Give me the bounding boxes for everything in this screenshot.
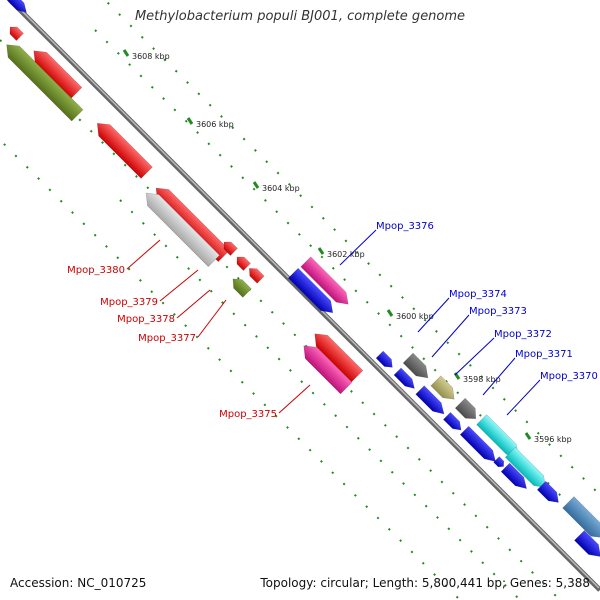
tick-label: 3596 kbp [534,435,572,444]
gene-arrow [9,26,24,41]
gene-label-forward: Mpop_3374 [449,289,507,300]
dot-line [119,199,521,600]
gene-arrow [5,0,27,13]
gene-arrow [287,267,334,314]
gene-arrow [454,397,477,420]
gene-arrow [145,192,220,267]
tick-mark [252,181,260,189]
gene-arrow [562,496,600,538]
leader-line [417,297,450,333]
gene-label-forward: Mpop_3373 [469,306,527,317]
dot-line [0,39,561,600]
leader-line [159,269,199,302]
gene-label-reverse: Mpop_3375 [219,409,277,420]
gene-arrow [443,412,462,431]
tick-mark [386,309,394,317]
gene-arrow [493,456,505,468]
leader-line [454,337,495,376]
tick-label: 3600 kbp [396,312,434,321]
gene-arrow [459,425,496,462]
tick-label: 3608 kbp [132,52,170,61]
gene-arrow [249,268,265,284]
dot-line [0,138,462,600]
leader-line [506,379,541,416]
leader-line [482,357,516,396]
gene-labels: Mpop_3380Mpop_3379Mpop_3378Mpop_3377Mpop… [67,221,598,420]
gene-label-reverse: Mpop_3379 [100,297,158,308]
leader-line [176,289,211,319]
tick-mark [122,49,130,57]
gene-arrow [314,333,364,383]
scale-ticks: 3608 kbp 3606 kbp 3604 kbp 3602 kbp 3600 kbp… [122,49,572,444]
gene-arrow [505,447,546,488]
backbone [8,0,600,592]
gene-arrow [232,278,252,298]
gene-arrow [33,50,83,100]
gene-label-forward: Mpop_3370 [540,371,598,382]
tick-mark [186,117,194,125]
gene-arrow [430,375,455,400]
tick-label: 3606 kbp [196,120,234,129]
tick-label: 3604 kbp [262,184,300,193]
tick-mark [317,247,325,255]
tick-label: 3602 kbp [327,250,365,259]
genome-summary: Topology: circular; Length: 5,800,441 bp… [260,576,590,590]
map-title: Methylobacterium populi BJ001, complete … [134,9,466,24]
gene-arrow [155,187,230,262]
gene-arrow [223,241,238,256]
gene-label-reverse: Mpop_3380 [67,265,125,276]
gene-label-forward: Mpop_3371 [515,349,573,360]
leader-line [431,314,470,358]
gene-arrow [393,367,415,389]
gene-arrow [300,256,349,305]
gene-arrow [303,345,353,395]
gene-arrow [375,350,393,368]
gene-label-reverse: Mpop_3378 [117,314,175,325]
gene-arrow [6,44,84,122]
gene-label-forward: Mpop_3376 [376,221,434,232]
gene-arrow [500,462,527,489]
gene-arrow [402,352,429,379]
leader-line [126,239,161,270]
gene-arrow [96,122,153,179]
gene-label-forward: Mpop_3372 [494,329,552,340]
gene-arrow [536,480,559,503]
tick-label: 3598 kbp [463,375,501,384]
leader-line [197,299,227,338]
leader-line [278,384,311,414]
accession-text: Accession: NC_010725 [10,576,147,590]
gene-arrow [236,256,251,271]
gene-label-reverse: Mpop_3377 [138,333,196,344]
leader-line [339,229,377,266]
gene-arrow [574,530,600,557]
gene-arrow [415,385,445,415]
gene-features [5,0,600,557]
tick-mark [524,432,532,440]
